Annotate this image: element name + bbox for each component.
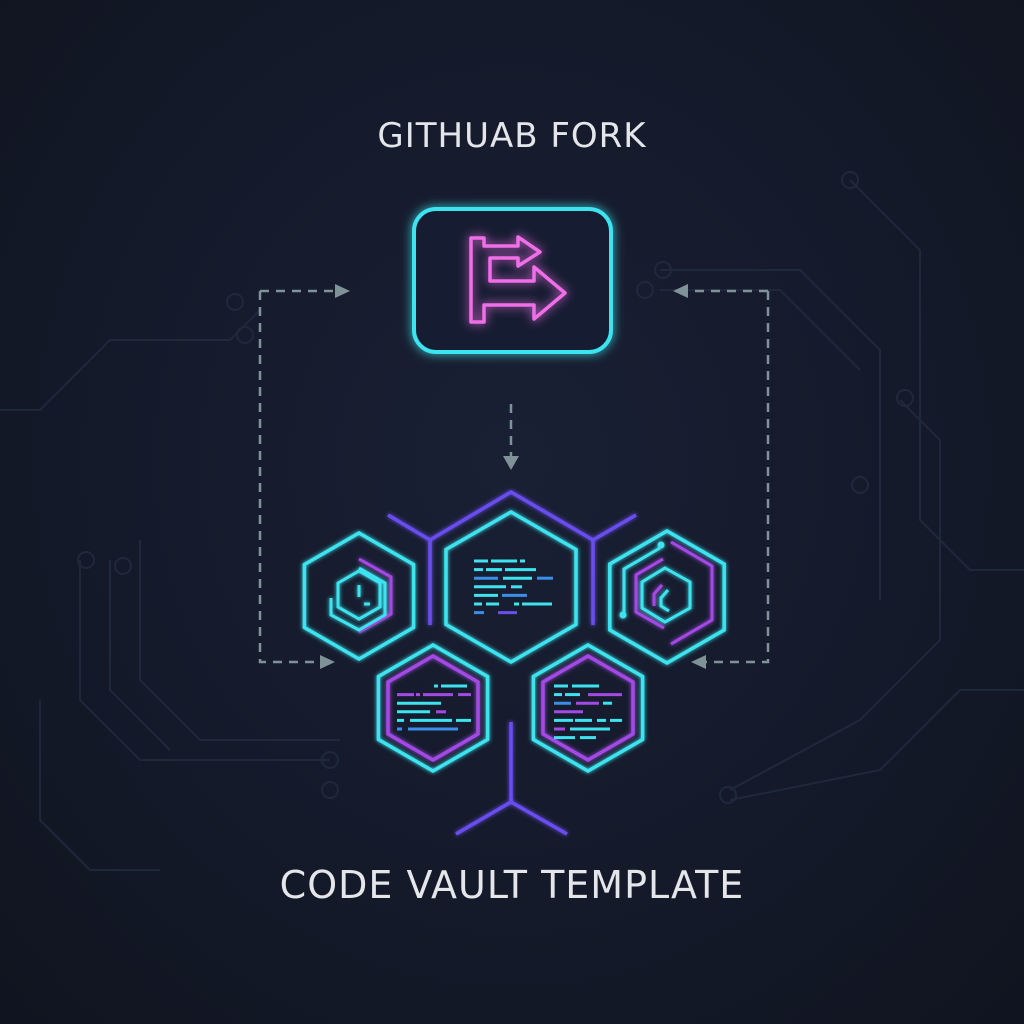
fork-arrows-icon xyxy=(469,235,567,324)
hexagon-node-4[interactable] xyxy=(376,642,490,774)
arrow-right-icon xyxy=(320,655,335,669)
hexagon-outline xyxy=(608,528,726,666)
hex-frame xyxy=(387,489,637,836)
hexagon-node-5[interactable] xyxy=(531,642,645,774)
arrowheads xyxy=(320,284,706,669)
arrow-down-icon xyxy=(503,456,519,470)
hexagon-inner-outline xyxy=(541,653,635,763)
dashed-connectors xyxy=(258,289,770,664)
fork-node[interactable] xyxy=(412,207,613,354)
left-connector xyxy=(258,289,335,664)
hexagon-node-2[interactable] xyxy=(444,509,578,665)
nested-hex-icon xyxy=(619,540,714,646)
arrow-right-icon xyxy=(335,284,350,298)
hexagon-outline xyxy=(302,530,416,662)
arrow-left-icon xyxy=(673,284,688,298)
hexagon-outline xyxy=(376,642,490,774)
page-title: GITHUAB FORK xyxy=(377,116,647,156)
hexagon-inner-outline xyxy=(386,653,480,763)
arrow-left-icon xyxy=(691,655,706,669)
right-connector xyxy=(688,289,770,664)
clock-hex-icon xyxy=(329,557,393,634)
hexagon-cluster xyxy=(302,509,726,774)
code-lines-group xyxy=(397,559,622,740)
hexagon-outline xyxy=(444,509,578,665)
hexagon-node-1[interactable] xyxy=(302,530,416,662)
page-subtitle: CODE VAULT TEMPLATE xyxy=(279,863,745,907)
hexagon-node-3[interactable] xyxy=(608,528,726,666)
hexagon-outline xyxy=(531,642,645,774)
